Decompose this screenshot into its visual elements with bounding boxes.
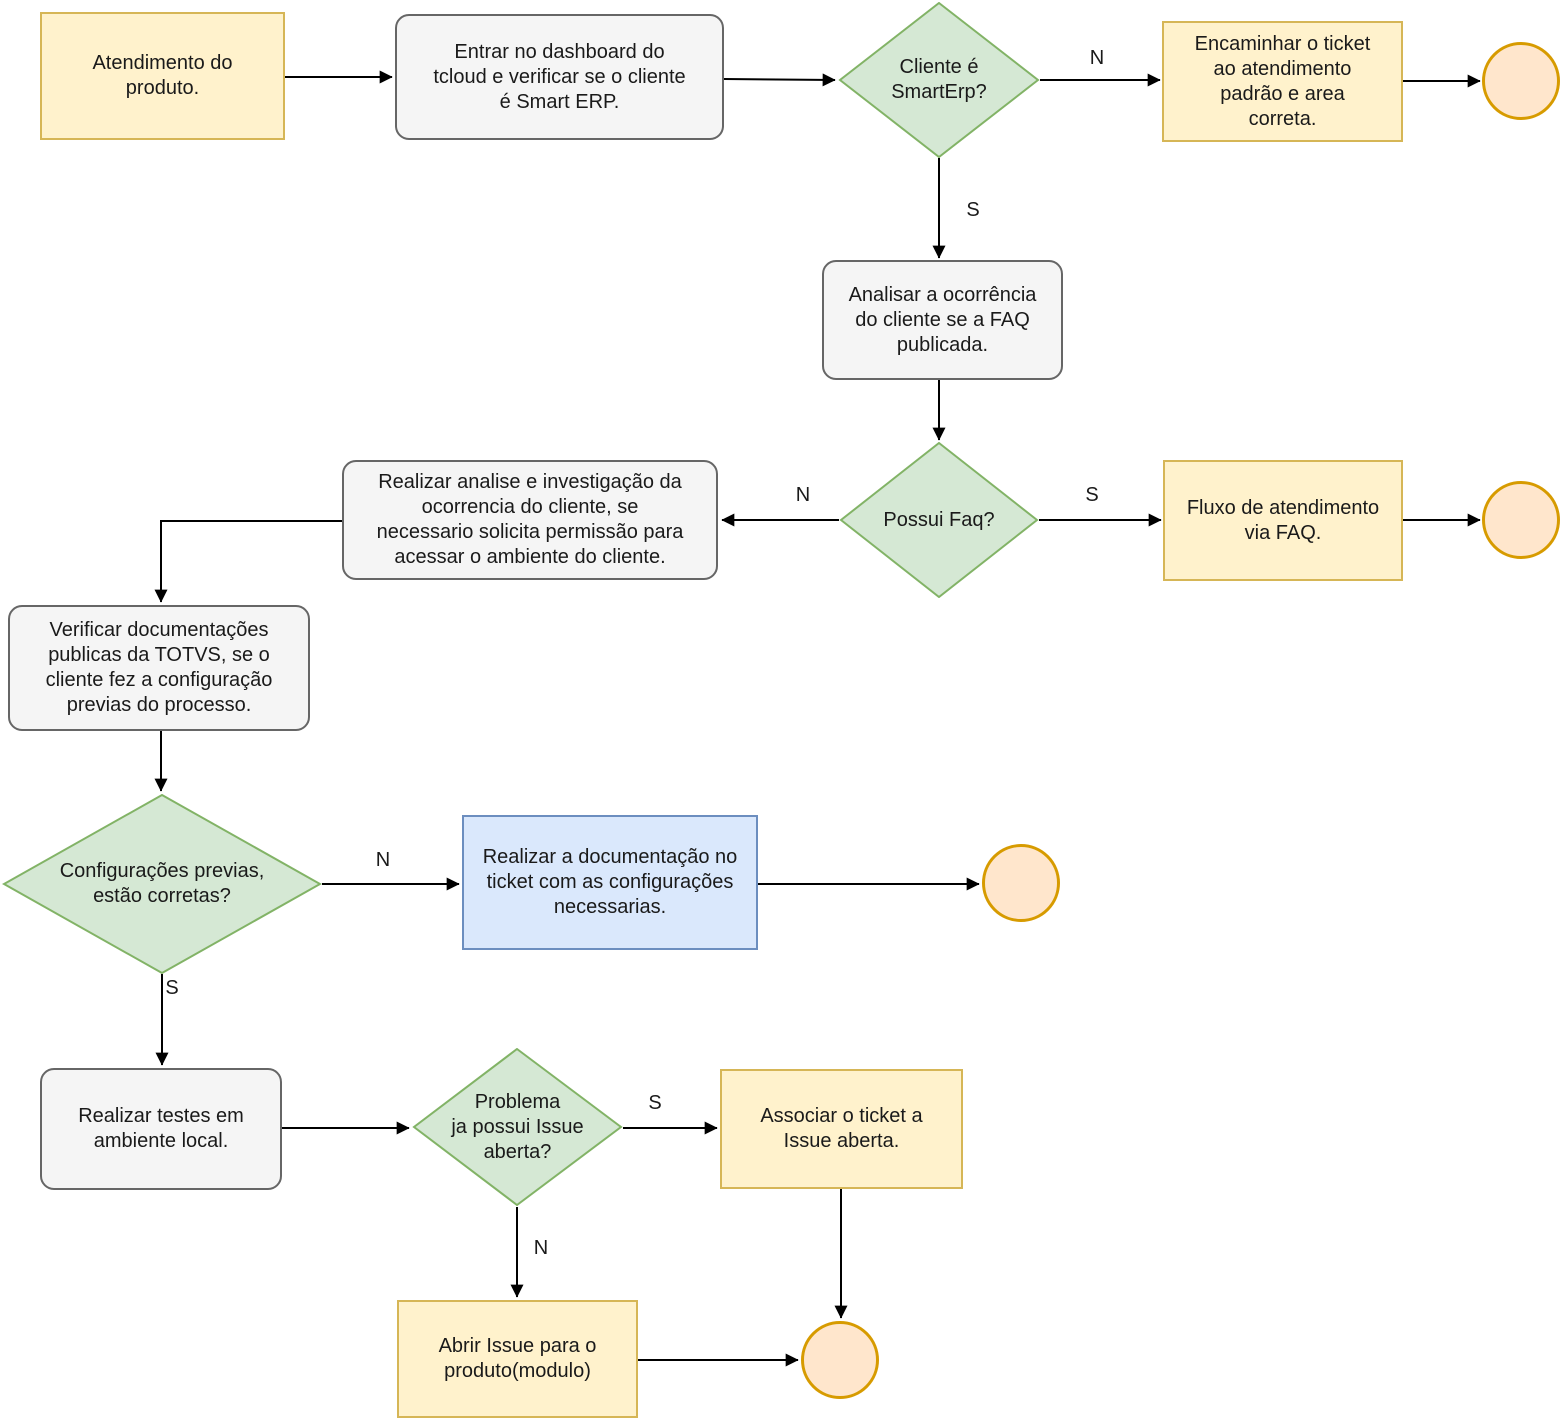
decision-possui-faq-label: Possui Faq? (883, 508, 995, 531)
endpoint-circle-2 (1482, 481, 1560, 559)
diamond-shape (838, 2, 1040, 158)
endpoint-circle-3 (982, 844, 1060, 922)
node-realizar-analise: Realizar analise e investigação da ocorr… (342, 460, 718, 580)
edge-label-config-s: S (165, 977, 179, 999)
edge-label-issue-s: S (648, 1092, 662, 1114)
decision-cliente-smarterp-label: Cliente é SmartErp? (891, 56, 987, 103)
node-start-label: Atendimento do produto. (92, 52, 233, 99)
diamond-shape (839, 442, 1039, 598)
node-abrir-issue: Abrir Issue para o produto(modulo) (397, 1300, 638, 1418)
node-abrir-issue-label: Abrir Issue para o produto(modulo) (438, 1335, 597, 1382)
node-testes-local: Realizar testes em ambiente local. (40, 1068, 282, 1190)
node-doc-ticket: Realizar a documentação no ticket com as… (462, 815, 758, 950)
decision-config-previas: Configurações previas, estão corretas? (2, 794, 322, 974)
endpoint-circle-4 (801, 1321, 879, 1399)
diamond-shape (412, 1048, 623, 1207)
node-doc-ticket-label: Realizar a documentação no ticket com as… (482, 846, 738, 918)
edge-label-issue-n: N (533, 1237, 549, 1259)
edge-label-cliente-s: S (966, 199, 980, 221)
node-associar-issue: Associar o ticket a Issue aberta. (720, 1069, 963, 1189)
node-dashboard-check-label: Entrar no dashboard do tcloud e verifica… (433, 40, 686, 113)
node-encaminhar-ticket: Encaminhar o ticket ao atendimento padrã… (1162, 21, 1403, 142)
endpoint-circle-1 (1482, 42, 1560, 120)
node-analisar-ocorrencia-label: Analisar a ocorrência do cliente se a FA… (848, 283, 1037, 356)
node-analisar-ocorrencia: Analisar a ocorrência do cliente se a FA… (822, 260, 1063, 380)
edge-label-config-n: N (375, 849, 391, 871)
decision-config-previas-label: Configurações previas, estão corretas? (59, 860, 265, 907)
node-associar-issue-label: Associar o ticket a Issue aberta. (760, 1105, 923, 1152)
edge-label-faq-n: N (795, 484, 811, 506)
node-verificar-docs: Verificar documentações publicas da TOTV… (8, 605, 310, 731)
node-testes-local-label: Realizar testes em ambiente local. (78, 1105, 244, 1152)
edge-label-cliente-n: N (1089, 47, 1105, 69)
decision-possui-issue-label: Problema ja possui Issue aberta? (451, 1091, 584, 1163)
node-encaminhar-ticket-label: Encaminhar o ticket ao atendimento padrã… (1194, 32, 1371, 130)
node-fluxo-faq: Fluxo de atendimento via FAQ. (1163, 460, 1403, 581)
edge-analise-to-verificar (154, 520, 342, 603)
edge-dashboard-to-cliente (723, 73, 836, 87)
decision-possui-issue: Problema ja possui Issue aberta? (412, 1048, 623, 1207)
node-start: Atendimento do produto. (40, 12, 285, 140)
edge-label-faq-s: S (1085, 484, 1099, 506)
decision-possui-faq: Possui Faq? (839, 442, 1039, 598)
diamond-shape (2, 794, 322, 974)
node-dashboard-check: Entrar no dashboard do tcloud e verifica… (395, 14, 724, 140)
node-verificar-docs-label: Verificar documentações publicas da TOTV… (45, 619, 273, 716)
node-realizar-analise-label: Realizar analise e investigação da ocorr… (376, 471, 684, 568)
decision-cliente-smarterp: Cliente é SmartErp? (838, 2, 1040, 158)
node-fluxo-faq-label: Fluxo de atendimento via FAQ. (1186, 496, 1380, 544)
